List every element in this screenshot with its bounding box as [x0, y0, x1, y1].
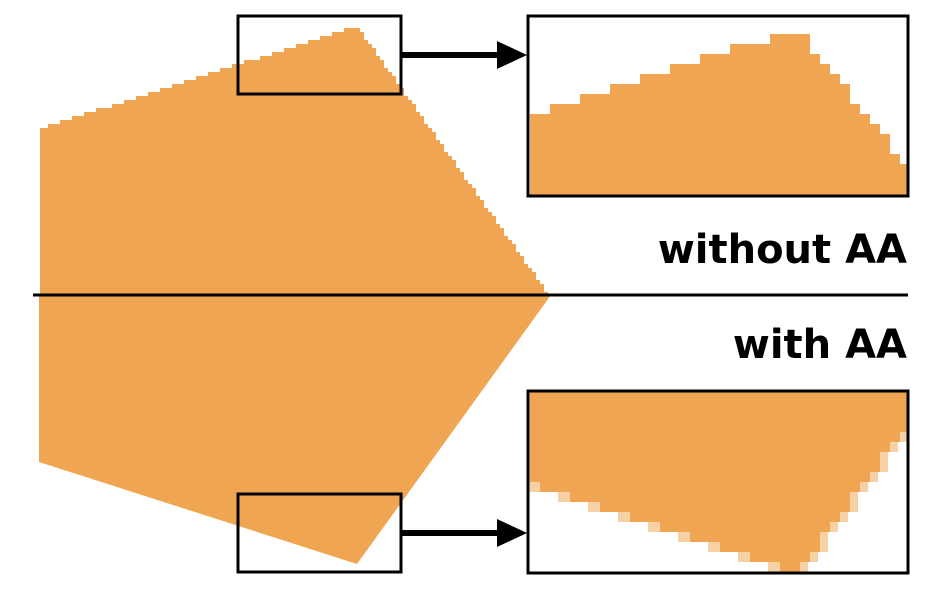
arrow-top	[401, 41, 527, 69]
label-with-aa: with AA	[732, 322, 907, 368]
zoom-view-with-aa	[526, 389, 910, 575]
pentagon-without-aa	[40, 28, 548, 295]
pentagon-with-aa	[39, 295, 551, 564]
zoom-view-without-aa	[526, 14, 910, 198]
label-without-aa: without AA	[657, 227, 907, 273]
arrow-bottom	[401, 519, 527, 547]
